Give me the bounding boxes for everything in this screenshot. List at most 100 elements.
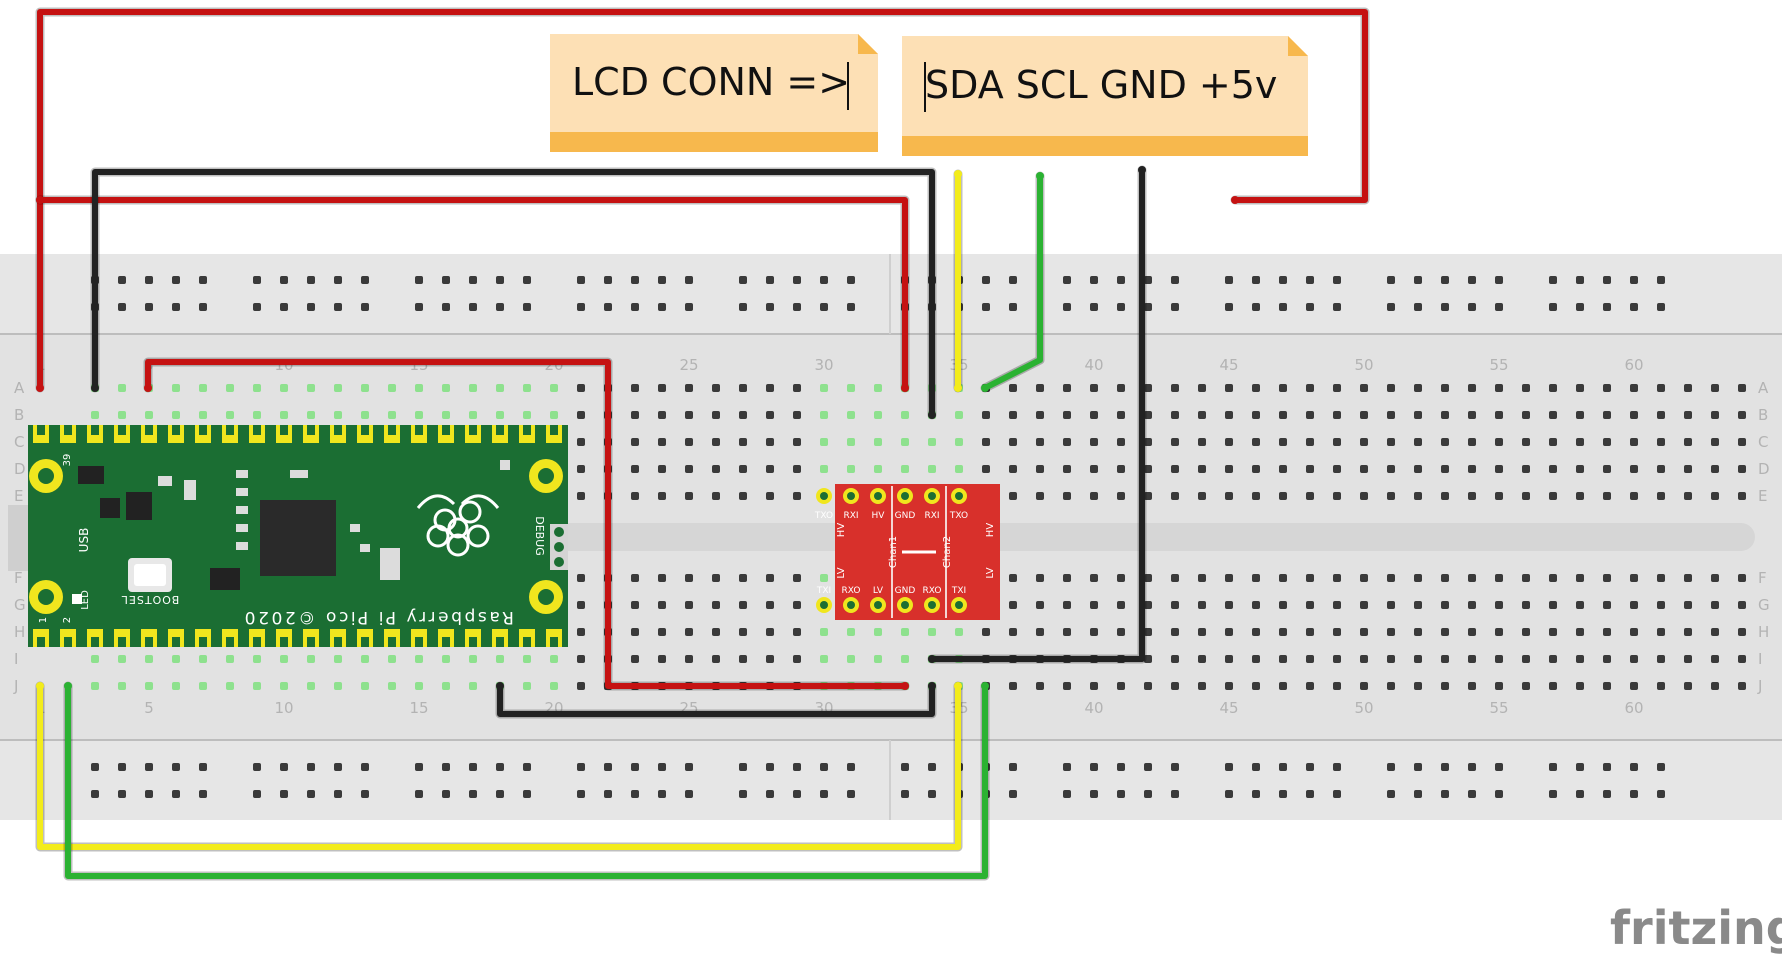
breadboard-hole[interactable] [1414, 384, 1422, 392]
breadboard-hole[interactable] [1387, 411, 1395, 419]
breadboard-hole[interactable] [172, 411, 180, 419]
breadboard-hole[interactable] [1360, 601, 1368, 609]
rail-hole[interactable] [1063, 763, 1071, 771]
rail-hole[interactable] [766, 276, 774, 284]
breadboard-hole[interactable] [145, 411, 153, 419]
breadboard-hole[interactable] [1036, 384, 1044, 392]
breadboard-hole[interactable] [1522, 601, 1530, 609]
rail-hole[interactable] [658, 763, 666, 771]
rail-hole[interactable] [334, 790, 342, 798]
breadboard-hole[interactable] [1090, 574, 1098, 582]
raspberry-pi-pico[interactable]: Raspberry Pi Pico ©2020 BOOTSEL USB LED … [8, 425, 568, 647]
rail-hole[interactable] [307, 790, 315, 798]
breadboard-hole[interactable] [523, 384, 531, 392]
rail-hole[interactable] [118, 276, 126, 284]
breadboard-hole[interactable] [1468, 574, 1476, 582]
rail-hole[interactable] [1252, 303, 1260, 311]
breadboard-hole[interactable] [1063, 601, 1071, 609]
rail-hole[interactable] [1171, 276, 1179, 284]
rail-hole[interactable] [577, 790, 585, 798]
breadboard-hole[interactable] [793, 438, 801, 446]
rail-hole[interactable] [1225, 303, 1233, 311]
rail-hole[interactable] [820, 276, 828, 284]
breadboard-hole[interactable] [1279, 438, 1287, 446]
rail-hole[interactable] [1063, 276, 1071, 284]
rail-hole[interactable] [1630, 790, 1638, 798]
wire-red-5v[interactable] [37, 9, 1368, 391]
breadboard-hole[interactable] [658, 438, 666, 446]
breadboard-hole[interactable] [712, 465, 720, 473]
breadboard-hole[interactable] [1684, 655, 1692, 663]
breadboard-hole[interactable] [631, 655, 639, 663]
breadboard-hole[interactable] [1468, 682, 1476, 690]
breadboard-hole[interactable] [1333, 492, 1341, 500]
breadboard-hole[interactable] [793, 601, 801, 609]
breadboard-hole[interactable] [820, 465, 828, 473]
rail-hole[interactable] [469, 790, 477, 798]
wire-black-pico-gnd[interactable] [497, 683, 935, 717]
breadboard-hole[interactable] [1306, 655, 1314, 663]
breadboard-hole[interactable] [712, 411, 720, 419]
rail-hole[interactable] [1387, 790, 1395, 798]
breadboard-hole[interactable] [847, 465, 855, 473]
breadboard-hole[interactable] [766, 438, 774, 446]
rail-hole[interactable] [1603, 790, 1611, 798]
breadboard-hole[interactable] [1090, 438, 1098, 446]
breadboard-hole[interactable] [901, 655, 909, 663]
breadboard-hole[interactable] [1738, 411, 1746, 419]
breadboard-hole[interactable] [766, 384, 774, 392]
breadboard-hole[interactable] [226, 411, 234, 419]
rail-hole[interactable] [1441, 276, 1449, 284]
breadboard-hole[interactable] [1198, 438, 1206, 446]
breadboard-hole[interactable] [982, 465, 990, 473]
rail-hole[interactable] [442, 276, 450, 284]
breadboard-hole[interactable] [739, 492, 747, 500]
breadboard-hole[interactable] [1144, 655, 1152, 663]
rail-hole[interactable] [982, 276, 990, 284]
breadboard-hole[interactable] [1684, 682, 1692, 690]
rail-hole[interactable] [1630, 303, 1638, 311]
breadboard-hole[interactable] [739, 601, 747, 609]
breadboard-hole[interactable] [1252, 601, 1260, 609]
breadboard-hole[interactable] [1144, 574, 1152, 582]
breadboard-hole[interactable] [1225, 655, 1233, 663]
breadboard-hole[interactable] [1657, 438, 1665, 446]
breadboard-hole[interactable] [901, 411, 909, 419]
rail-hole[interactable] [496, 276, 504, 284]
rail-hole[interactable] [1117, 790, 1125, 798]
breadboard-hole[interactable] [901, 465, 909, 473]
breadboard-hole[interactable] [577, 465, 585, 473]
breadboard-hole[interactable] [631, 465, 639, 473]
rail-hole[interactable] [91, 763, 99, 771]
breadboard-hole[interactable] [1360, 492, 1368, 500]
breadboard-hole[interactable] [847, 655, 855, 663]
breadboard-hole[interactable] [1117, 384, 1125, 392]
rail-hole[interactable] [145, 276, 153, 284]
breadboard-hole[interactable] [1468, 492, 1476, 500]
breadboard-hole[interactable] [1333, 601, 1341, 609]
breadboard-hole[interactable] [1063, 465, 1071, 473]
breadboard-hole[interactable] [91, 411, 99, 419]
breadboard-hole[interactable] [1711, 655, 1719, 663]
rail-hole[interactable] [496, 790, 504, 798]
breadboard-hole[interactable] [415, 384, 423, 392]
rail-hole[interactable] [847, 303, 855, 311]
rail-hole[interactable] [1549, 276, 1557, 284]
breadboard-hole[interactable] [307, 384, 315, 392]
breadboard-hole[interactable] [874, 438, 882, 446]
breadboard-hole[interactable] [1117, 492, 1125, 500]
breadboard-hole[interactable] [253, 384, 261, 392]
rail-hole[interactable] [793, 303, 801, 311]
breadboard-hole[interactable] [1657, 492, 1665, 500]
breadboard-hole[interactable] [199, 655, 207, 663]
rail-hole[interactable] [1252, 763, 1260, 771]
breadboard-hole[interactable] [685, 628, 693, 636]
rail-hole[interactable] [415, 276, 423, 284]
breadboard-hole[interactable] [658, 601, 666, 609]
rail-hole[interactable] [1225, 276, 1233, 284]
breadboard-hole[interactable] [1468, 601, 1476, 609]
rail-hole[interactable] [1171, 790, 1179, 798]
breadboard-hole[interactable] [982, 628, 990, 636]
breadboard-hole[interactable] [1360, 628, 1368, 636]
breadboard-hole[interactable] [1198, 384, 1206, 392]
